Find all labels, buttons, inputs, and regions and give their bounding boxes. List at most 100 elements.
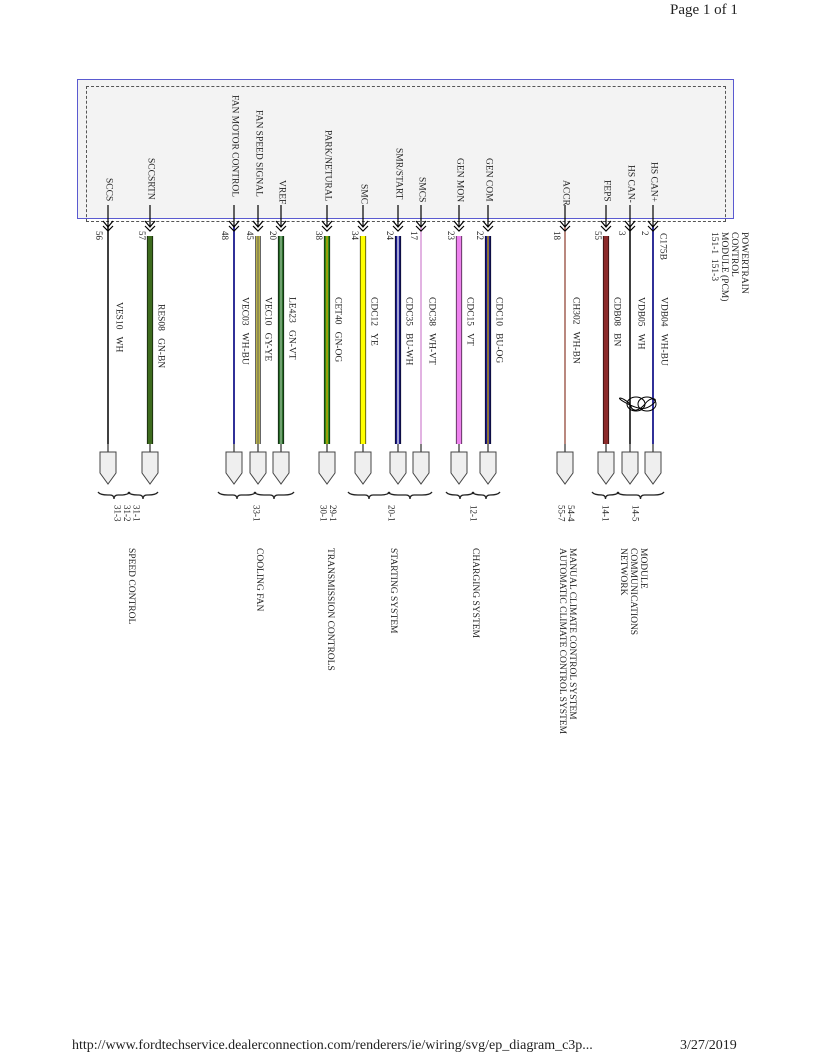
pin-arrow-icon: [600, 220, 612, 232]
system-label-charging-system: CHARGING SYSTEM: [469, 548, 480, 638]
pin-number-57: 57: [137, 231, 147, 240]
system-label-speed-control: SPEED CONTROL: [125, 548, 136, 625]
circuit-label-ch302: CH302 WH-BN: [570, 297, 581, 364]
twisted-pair-loop: [626, 396, 646, 412]
pin-arrow-icon: [559, 220, 571, 232]
pin-arrow-icon: [624, 220, 636, 232]
system-label-module-communications: MODULE COMMUNICATIONS NETWORK: [617, 548, 648, 636]
connector-icon: [479, 451, 497, 485]
signal-label-vref: VREF: [276, 180, 287, 205]
signal-label-feps: FEPS: [601, 180, 612, 202]
circuit-label-cdc35: CDC35 BU-WH: [403, 297, 414, 366]
circuit-label-cdb08: CDB08 BN: [611, 297, 622, 347]
pin-number-48: 48: [220, 231, 230, 240]
circuit-label-vec03: VEC03 WH-BU: [239, 297, 250, 365]
signal-label-sccsrtn: SCCSRTN: [145, 158, 156, 200]
group-brace: [591, 491, 620, 500]
circuit-label-vec10: VEC10 GY-YE: [262, 297, 273, 362]
connector-ref-cooling-fan: 33-1: [251, 505, 262, 522]
signal-label-accr: ACCR: [560, 180, 571, 206]
module-name-pcm: POWERTRAIN CONTROL MODULE (PCM) 151-1 15…: [708, 232, 749, 302]
wire-stripe: [397, 236, 399, 444]
circuit-label-cdc15: CDC15 VT: [464, 297, 475, 346]
circuit-label-vdb04: VDB04 WH-BU: [658, 297, 669, 366]
pin-number-20: 20: [268, 231, 278, 240]
circuit-label-res08: RES08 GN-BN: [155, 304, 166, 369]
group-brace: [347, 491, 391, 500]
pin-number-22: 22: [475, 231, 485, 240]
pcm-module-inner-dashed: [86, 86, 726, 222]
wire-cdb08: [603, 236, 609, 444]
pin-arrow-icon: [102, 220, 114, 232]
signal-label-smcs: SMCS: [416, 177, 427, 203]
pin-arrow-icon: [144, 220, 156, 232]
circuit-label-vdb05: VDB05 WH: [635, 297, 646, 350]
system-label-starting-system: STARTING SYSTEM: [387, 548, 398, 634]
connector-icon: [141, 451, 159, 485]
connector-icon: [99, 451, 117, 485]
pin-arrow-icon: [453, 220, 465, 232]
pin-arrow-icon: [321, 220, 333, 232]
wire-cdc15: [456, 236, 462, 444]
connector-ref-14-1: 14-1: [600, 505, 611, 522]
wire-stripe: [326, 236, 328, 444]
group-brace: [445, 491, 475, 500]
connector-id-c175b: C175B: [657, 233, 668, 260]
wire-cdc12: [360, 236, 366, 444]
group-brace: [127, 491, 159, 500]
signal-label-sccs: SCCS: [103, 178, 114, 202]
connector-ref-transmission: 29-1 30-1: [318, 505, 338, 522]
pin-arrow-icon: [252, 220, 264, 232]
pin-number-23: 23: [446, 231, 456, 240]
group-brace: [97, 491, 131, 500]
system-label-transmission-controls: TRANSMISSION CONTROLS: [324, 548, 335, 671]
connector-icon: [597, 451, 615, 485]
pin-arrow-icon: [228, 220, 240, 232]
signal-label-park-neutral: PARK/NETURAL: [322, 130, 333, 202]
connector-icon: [412, 451, 430, 485]
connector-icon: [354, 451, 372, 485]
pin-number-38: 38: [314, 231, 324, 240]
pin-number-2: 2: [640, 231, 650, 236]
group-brace: [217, 491, 257, 500]
connector-icon: [318, 451, 336, 485]
twisted-pair-loop: [637, 396, 657, 412]
circuit-label-cdc12: CDC12 YE: [368, 297, 379, 346]
footer-date: 3/27/2019: [680, 1038, 737, 1053]
circuit-label-cdc38: CDC38 WH-VT: [426, 297, 437, 365]
pin-arrow-icon: [415, 220, 427, 232]
wire-stripe: [487, 236, 489, 444]
pin-arrow-icon: [482, 220, 494, 232]
connector-icon: [249, 451, 267, 485]
connector-icon: [556, 451, 574, 485]
signal-label-smc: SMC: [358, 184, 369, 205]
signal-label-fan-motor-control: FAN MOTOR CONTROL: [229, 95, 240, 198]
pin-arrow-icon: [647, 220, 659, 232]
circuit-label-cdc10: CDC10 BU-OG: [493, 297, 504, 364]
pin-number-34: 34: [350, 231, 360, 240]
pcm-module-box: [77, 79, 734, 219]
group-brace: [253, 491, 295, 500]
wire-stripe: [257, 236, 259, 444]
connector-ref-14-5: 14-5: [630, 505, 641, 522]
wire-res08: [147, 236, 153, 444]
connector-icon: [644, 451, 662, 485]
pin-arrow-icon: [357, 220, 369, 232]
connector-icon: [450, 451, 468, 485]
connector-ref-starting: 20-1: [386, 505, 397, 522]
group-brace: [616, 491, 665, 500]
pin-arrow-icon: [392, 220, 404, 232]
pin-number-24: 24: [385, 231, 395, 240]
signal-label-fan-speed-signal: FAN SPEED SIGNAL: [253, 110, 264, 197]
circuit-label-le423: LE423 GN-VT: [286, 297, 297, 360]
connector-ref-charging: 12-1: [468, 505, 479, 522]
footer-url: http://www.fordtechservice.dealerconnect…: [72, 1038, 593, 1053]
signal-label-hs-can-minus: HS CAN-: [625, 165, 636, 203]
signal-label-gen-mon: GEN MON: [454, 158, 465, 203]
pin-number-3: 3: [617, 231, 627, 236]
system-label-climate-control: MANUAL CLIMATE CONTROL SYSTEM AUTOMATIC …: [556, 548, 577, 735]
circuit-label-ves10: VES10 WH: [113, 302, 124, 353]
signal-label-hs-can-plus: HS CAN+: [648, 162, 659, 202]
signal-label-smr-start: SMR/START: [393, 148, 404, 200]
